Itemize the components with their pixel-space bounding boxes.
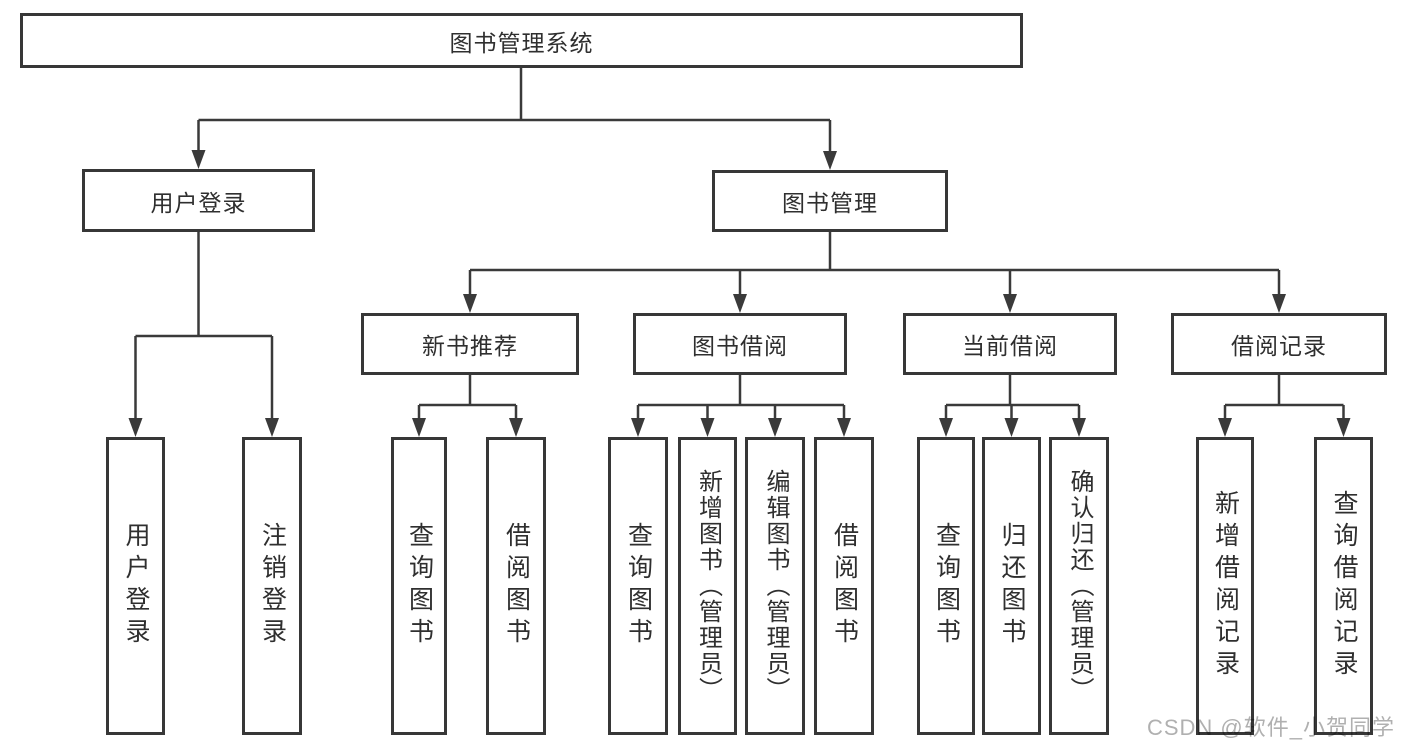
- node-root: 图书管理系统: [20, 13, 1023, 68]
- node-root-label: 图书管理系统: [449, 29, 594, 56]
- leaf-bb-borrow-books-label: 借阅图书: [830, 522, 859, 650]
- leaf-logout-label: 注销登录: [258, 522, 287, 650]
- node-book-management: 图书管理: [712, 170, 948, 232]
- leaf-cb-query-books-label: 查询图书: [932, 522, 961, 650]
- leaf-bb-query-books: 查询图书: [608, 437, 668, 735]
- node-user-login-label: 用户登录: [150, 189, 247, 216]
- leaf-bb-add-books-admin-label: 新增图书（管理员）: [694, 469, 722, 703]
- node-book-borrow: 图书借阅: [633, 313, 847, 375]
- leaf-nr-query-books-label: 查询图书: [405, 522, 434, 650]
- leaf-nr-borrow-books: 借阅图书: [486, 437, 546, 735]
- leaf-bb-borrow-books: 借阅图书: [814, 437, 874, 735]
- leaf-user-login: 用户登录: [106, 437, 165, 735]
- node-current-borrow-label: 当前借阅: [962, 333, 1058, 359]
- csdn-watermark: CSDN @软件_小贺同学: [1146, 715, 1395, 740]
- node-user-login: 用户登录: [82, 169, 315, 232]
- node-book-management-label: 图书管理: [782, 190, 878, 216]
- leaf-logout: 注销登录: [242, 437, 302, 735]
- node-new-book-recommend: 新书推荐: [361, 313, 579, 375]
- leaf-br-add-record: 新增借阅记录: [1196, 437, 1254, 735]
- leaf-nr-borrow-books-label: 借阅图书: [502, 522, 531, 650]
- node-current-borrow: 当前借阅: [903, 313, 1117, 375]
- leaf-br-add-record-label: 新增借阅记录: [1211, 490, 1240, 682]
- leaf-cb-confirm-return-admin: 确认归还（管理员）: [1049, 437, 1109, 735]
- leaf-cb-confirm-return-admin-label: 确认归还（管理员）: [1066, 469, 1093, 703]
- tree-edges: [134, 68, 1345, 420]
- leaf-cb-return-books: 归还图书: [982, 437, 1041, 735]
- leaf-br-query-record-label: 查询借阅记录: [1330, 490, 1358, 682]
- leaf-bb-add-books-admin: 新增图书（管理员）: [678, 437, 737, 735]
- node-book-borrow-label: 图书借阅: [692, 333, 788, 359]
- leaf-bb-edit-books-admin: 编辑图书（管理员）: [745, 437, 805, 735]
- node-borrow-records: 借阅记录: [1171, 313, 1387, 375]
- leaf-nr-query-books: 查询图书: [391, 437, 447, 735]
- leaf-br-query-record: 查询借阅记录: [1314, 437, 1373, 735]
- node-new-book-recommend-label: 新书推荐: [422, 333, 518, 359]
- leaf-bb-edit-books-admin-label: 编辑图书（管理员）: [762, 469, 789, 703]
- leaf-user-login-label: 用户登录: [122, 522, 150, 650]
- leaf-cb-query-books: 查询图书: [917, 437, 975, 735]
- node-borrow-records-label: 借阅记录: [1231, 333, 1327, 359]
- leaf-bb-query-books-label: 查询图书: [624, 522, 653, 650]
- leaf-cb-return-books-label: 归还图书: [998, 522, 1026, 650]
